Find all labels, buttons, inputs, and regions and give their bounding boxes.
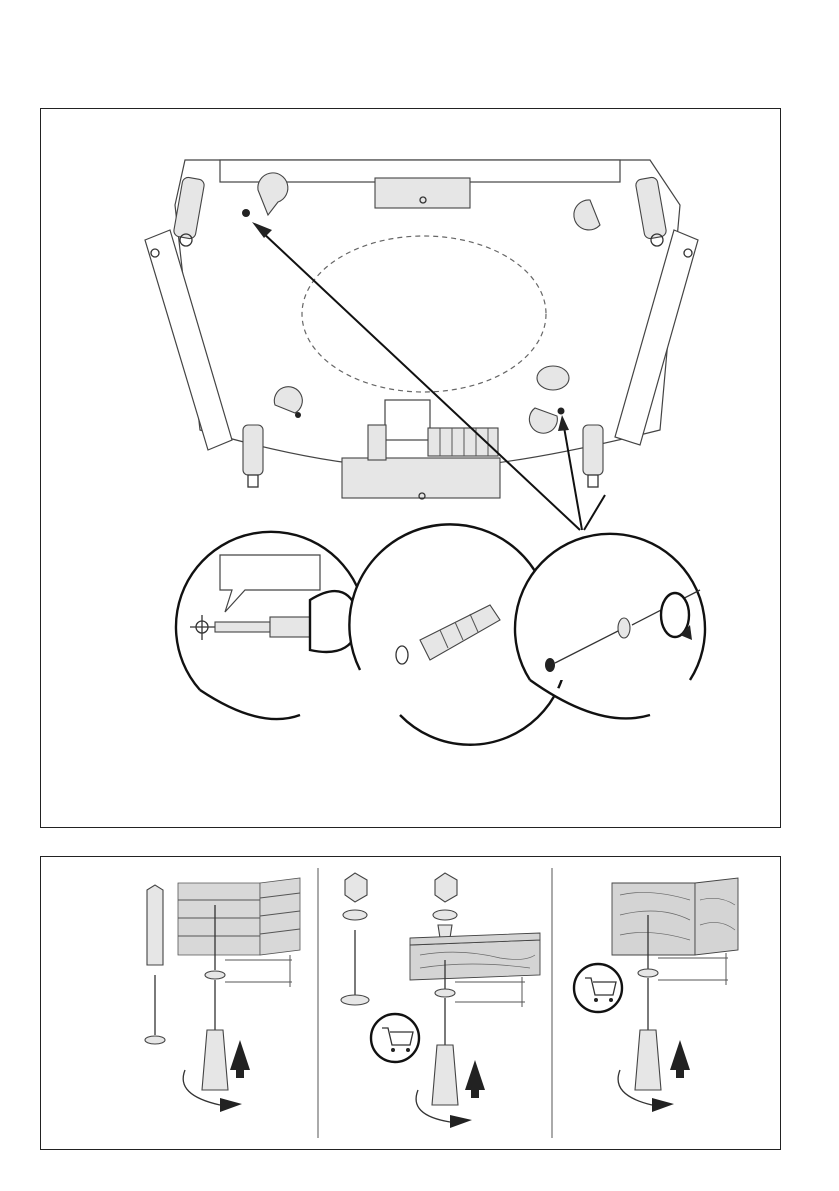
- arrow-to-lower-pillar: [584, 495, 605, 530]
- wood-board-icon: [612, 878, 738, 955]
- bolt-panel: [341, 873, 540, 1128]
- shopping-cart-icon: [574, 964, 622, 1012]
- up-arrow-icon: [230, 1040, 250, 1078]
- screwdriver-icon: [432, 998, 458, 1105]
- wall-plug-icon: [147, 885, 163, 965]
- washer-icon: [343, 910, 367, 920]
- screwdriver-icon: [635, 978, 661, 1090]
- device-back-plate: [145, 160, 698, 499]
- up-arrow-icon: [465, 1060, 485, 1098]
- wood-board-icon: [410, 933, 540, 980]
- bolt-icon: [341, 930, 369, 1005]
- nut-icon: [345, 873, 367, 902]
- rotate-arrow-icon: [220, 1098, 242, 1112]
- masonry-wall-panel: [145, 878, 300, 1112]
- drill-step: [176, 532, 366, 719]
- up-arrow-icon: [670, 1040, 690, 1078]
- shopping-cart-icon: [371, 1014, 419, 1062]
- screw-icon: [145, 975, 165, 1044]
- brick-wall-icon: [178, 878, 300, 955]
- drill-bit-icon: [215, 622, 270, 632]
- wood-ceiling-panel: [574, 878, 738, 1112]
- rotate-arrow-icon: [652, 1098, 674, 1112]
- rotate-arrow-icon: [450, 1115, 472, 1128]
- screwdriver-icon: [202, 980, 228, 1090]
